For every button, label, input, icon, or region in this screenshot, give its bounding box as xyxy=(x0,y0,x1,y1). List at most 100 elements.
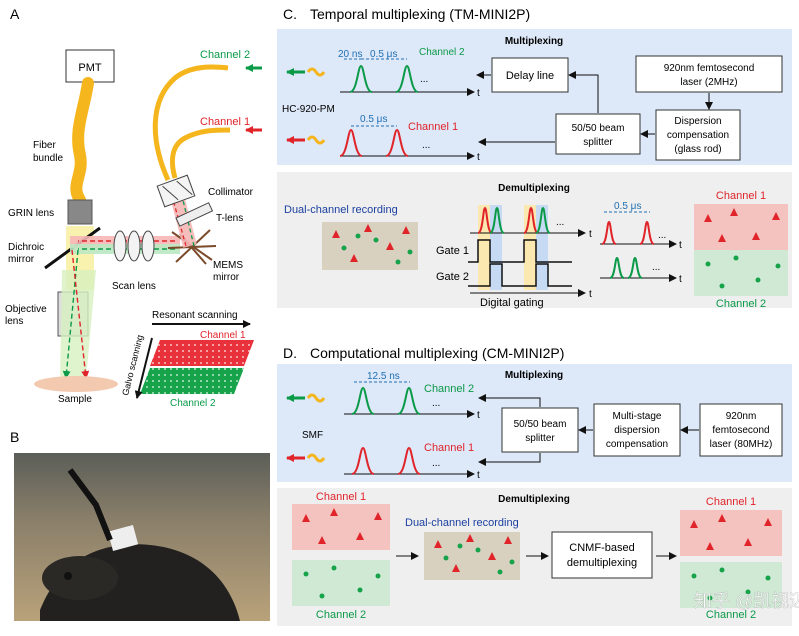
resonant-scanning-label: Resonant scanning xyxy=(152,310,238,321)
beam-up-red-line xyxy=(171,195,187,247)
d-channel-2-label: Channel 2 xyxy=(424,383,474,395)
d-dual-channel-cells xyxy=(434,534,515,575)
c-delay-label: 20 ns xyxy=(338,49,362,60)
grin-lens xyxy=(67,199,93,225)
d-multiplexing-label: Multiplexing xyxy=(505,370,563,381)
c-ch1-t: t xyxy=(477,152,480,163)
d-laser-box xyxy=(699,403,783,457)
d-ch2-ellipsis: ... xyxy=(432,398,440,409)
c-gate-1-label: Gate 1 xyxy=(436,245,469,257)
c-dispersion-box xyxy=(655,109,741,161)
c-period-ch2: 0.5 μs xyxy=(370,49,397,60)
c-ch2-ellipsis: ... xyxy=(420,74,428,85)
dichroic-label-2: mirror xyxy=(8,254,35,265)
c-dispersion-label-2: compensation xyxy=(667,130,729,141)
c-gate-pulse-g2 xyxy=(535,206,551,234)
t-lens-label: T-lens xyxy=(216,213,243,224)
panel-label-b: B xyxy=(10,429,19,445)
c-splitter-label-2: splitter xyxy=(583,137,613,148)
raster-channel-2-label: Channel 2 xyxy=(170,398,216,409)
panel-c-title: Temporal multiplexing (TM-MINI2P) xyxy=(310,6,530,22)
c-gate-t-2: t xyxy=(589,289,592,300)
c-out-green-pulse-2 xyxy=(627,256,643,279)
panel-label-c: C. xyxy=(283,6,297,22)
panel-b: B xyxy=(10,429,270,621)
d-out-channel-2-cells xyxy=(691,567,771,601)
c-gate-t-1: t xyxy=(589,229,592,240)
c-laser-label-2: laser (2MHz) xyxy=(680,77,737,88)
c-gate-1-wave xyxy=(468,239,572,263)
c-channel-2-label: Channel 2 xyxy=(419,47,465,58)
d-dispersion-box xyxy=(593,403,681,457)
pmt-label: PMT xyxy=(78,62,102,74)
focus-cone xyxy=(60,270,96,380)
d-cnmf-label-2: demultiplexing xyxy=(567,557,637,569)
c-out-red-pulse-1 xyxy=(601,220,617,245)
c-gate-pulse-g1 xyxy=(489,206,505,234)
d-laser-label-2: femtosecond xyxy=(712,425,769,436)
c-gate-band-4 xyxy=(536,205,548,290)
d-in-channel-1-image xyxy=(292,504,390,550)
d-ch2-pulse-1 xyxy=(351,386,375,415)
beam-up-green-line xyxy=(181,195,195,247)
c-fiber-label: HC-920-PM xyxy=(282,104,335,115)
c-out-red-ellipsis: ... xyxy=(658,230,666,241)
d-laser-label-1: 920nm xyxy=(726,411,757,422)
c-gate-band-3 xyxy=(524,205,536,290)
c-dual-channel-label: Dual-channel recording xyxy=(284,204,398,216)
d-ch1-fiber-squiggle-icon xyxy=(306,453,326,463)
a-channel-2-label: Channel 2 xyxy=(200,49,250,61)
d-cnmf-label-1: CNMF-based xyxy=(569,542,634,554)
d-splitter-label-1: 50/50 beam xyxy=(514,419,567,430)
c-ch1-fiber-squiggle-icon xyxy=(306,135,326,145)
watermark: 知乎 @凯视迈 xyxy=(694,591,799,611)
d-ch1-ellipsis: ... xyxy=(432,458,440,469)
panel-label-d: D. xyxy=(283,345,297,361)
c-dispersion-label-3: (glass rod) xyxy=(674,144,721,155)
raster-channel-1 xyxy=(150,340,254,366)
d-laser-label-3: laser (80MHz) xyxy=(710,439,773,450)
c-laser-box xyxy=(635,55,783,93)
c-gate-2-wave xyxy=(468,263,572,287)
panel-c: C. Temporal multiplexing (TM-MINI2P) Mul… xyxy=(277,6,792,310)
c-ch2-pulse-1 xyxy=(349,64,373,93)
d-out-channel-2-label: Channel 2 xyxy=(706,609,756,621)
d-dispersion-label-3: compensation xyxy=(606,439,668,450)
sample-disk xyxy=(34,376,118,392)
d-in-channel-2-cells xyxy=(303,565,381,599)
c-ch1-pulse-1 xyxy=(339,128,363,157)
c-gate-ellipsis: ... xyxy=(556,217,564,228)
d-ch2-fiber-squiggle-icon xyxy=(306,393,326,403)
c-out-red-pulse-2 xyxy=(639,220,655,245)
c-out-channel-1-label: Channel 1 xyxy=(716,190,766,202)
d-in-channel-2-label: Channel 2 xyxy=(316,609,366,621)
c-gate-pulse-r1 xyxy=(477,206,493,234)
c-splitter-label-1: 50/50 beam xyxy=(572,123,625,134)
panel-a: A PMT Fiber bundle GRIN lens Dichroic mi… xyxy=(5,6,262,409)
raster-channel-2 xyxy=(140,368,244,394)
d-delay-label: 12.5 ns xyxy=(367,371,400,382)
d-splitter-to-ch2 xyxy=(478,394,541,407)
c-ch2-t: t xyxy=(477,88,480,99)
c-out-period-label: 0.5 μs xyxy=(614,201,641,212)
mems-label-1: MEMS xyxy=(213,260,243,271)
c-splitter-box xyxy=(555,113,641,155)
c-laser-label-1: 920nm femtosecond xyxy=(664,63,755,74)
fiber-channel-2 xyxy=(152,64,229,182)
c-delay-line-box xyxy=(491,57,569,93)
c-delay-line-label: Delay line xyxy=(506,70,554,82)
d-dispersion-label-1: Multi-stage xyxy=(613,411,662,422)
c-ch2-fiber-squiggle-icon xyxy=(306,67,326,77)
c-out-channel-2-image xyxy=(694,250,788,296)
d-splitter-to-ch1 xyxy=(478,453,541,466)
mouse-eye xyxy=(64,572,72,580)
panel-d-title: Computational multiplexing (CM-MINI2P) xyxy=(310,345,564,361)
d-demultiplexing-label: Demultiplexing xyxy=(498,494,570,505)
c-multiplexing-label: Multiplexing xyxy=(505,36,563,47)
d-in-channel-1-cells xyxy=(302,508,382,544)
galvo-arrow-icon xyxy=(134,337,153,399)
d-out-channel-1-cells xyxy=(690,514,772,550)
c-ch2-pulse-2 xyxy=(395,64,419,93)
c-period-ch1: 0.5 μs xyxy=(360,114,387,125)
d-out-channel-2-image xyxy=(680,562,782,608)
